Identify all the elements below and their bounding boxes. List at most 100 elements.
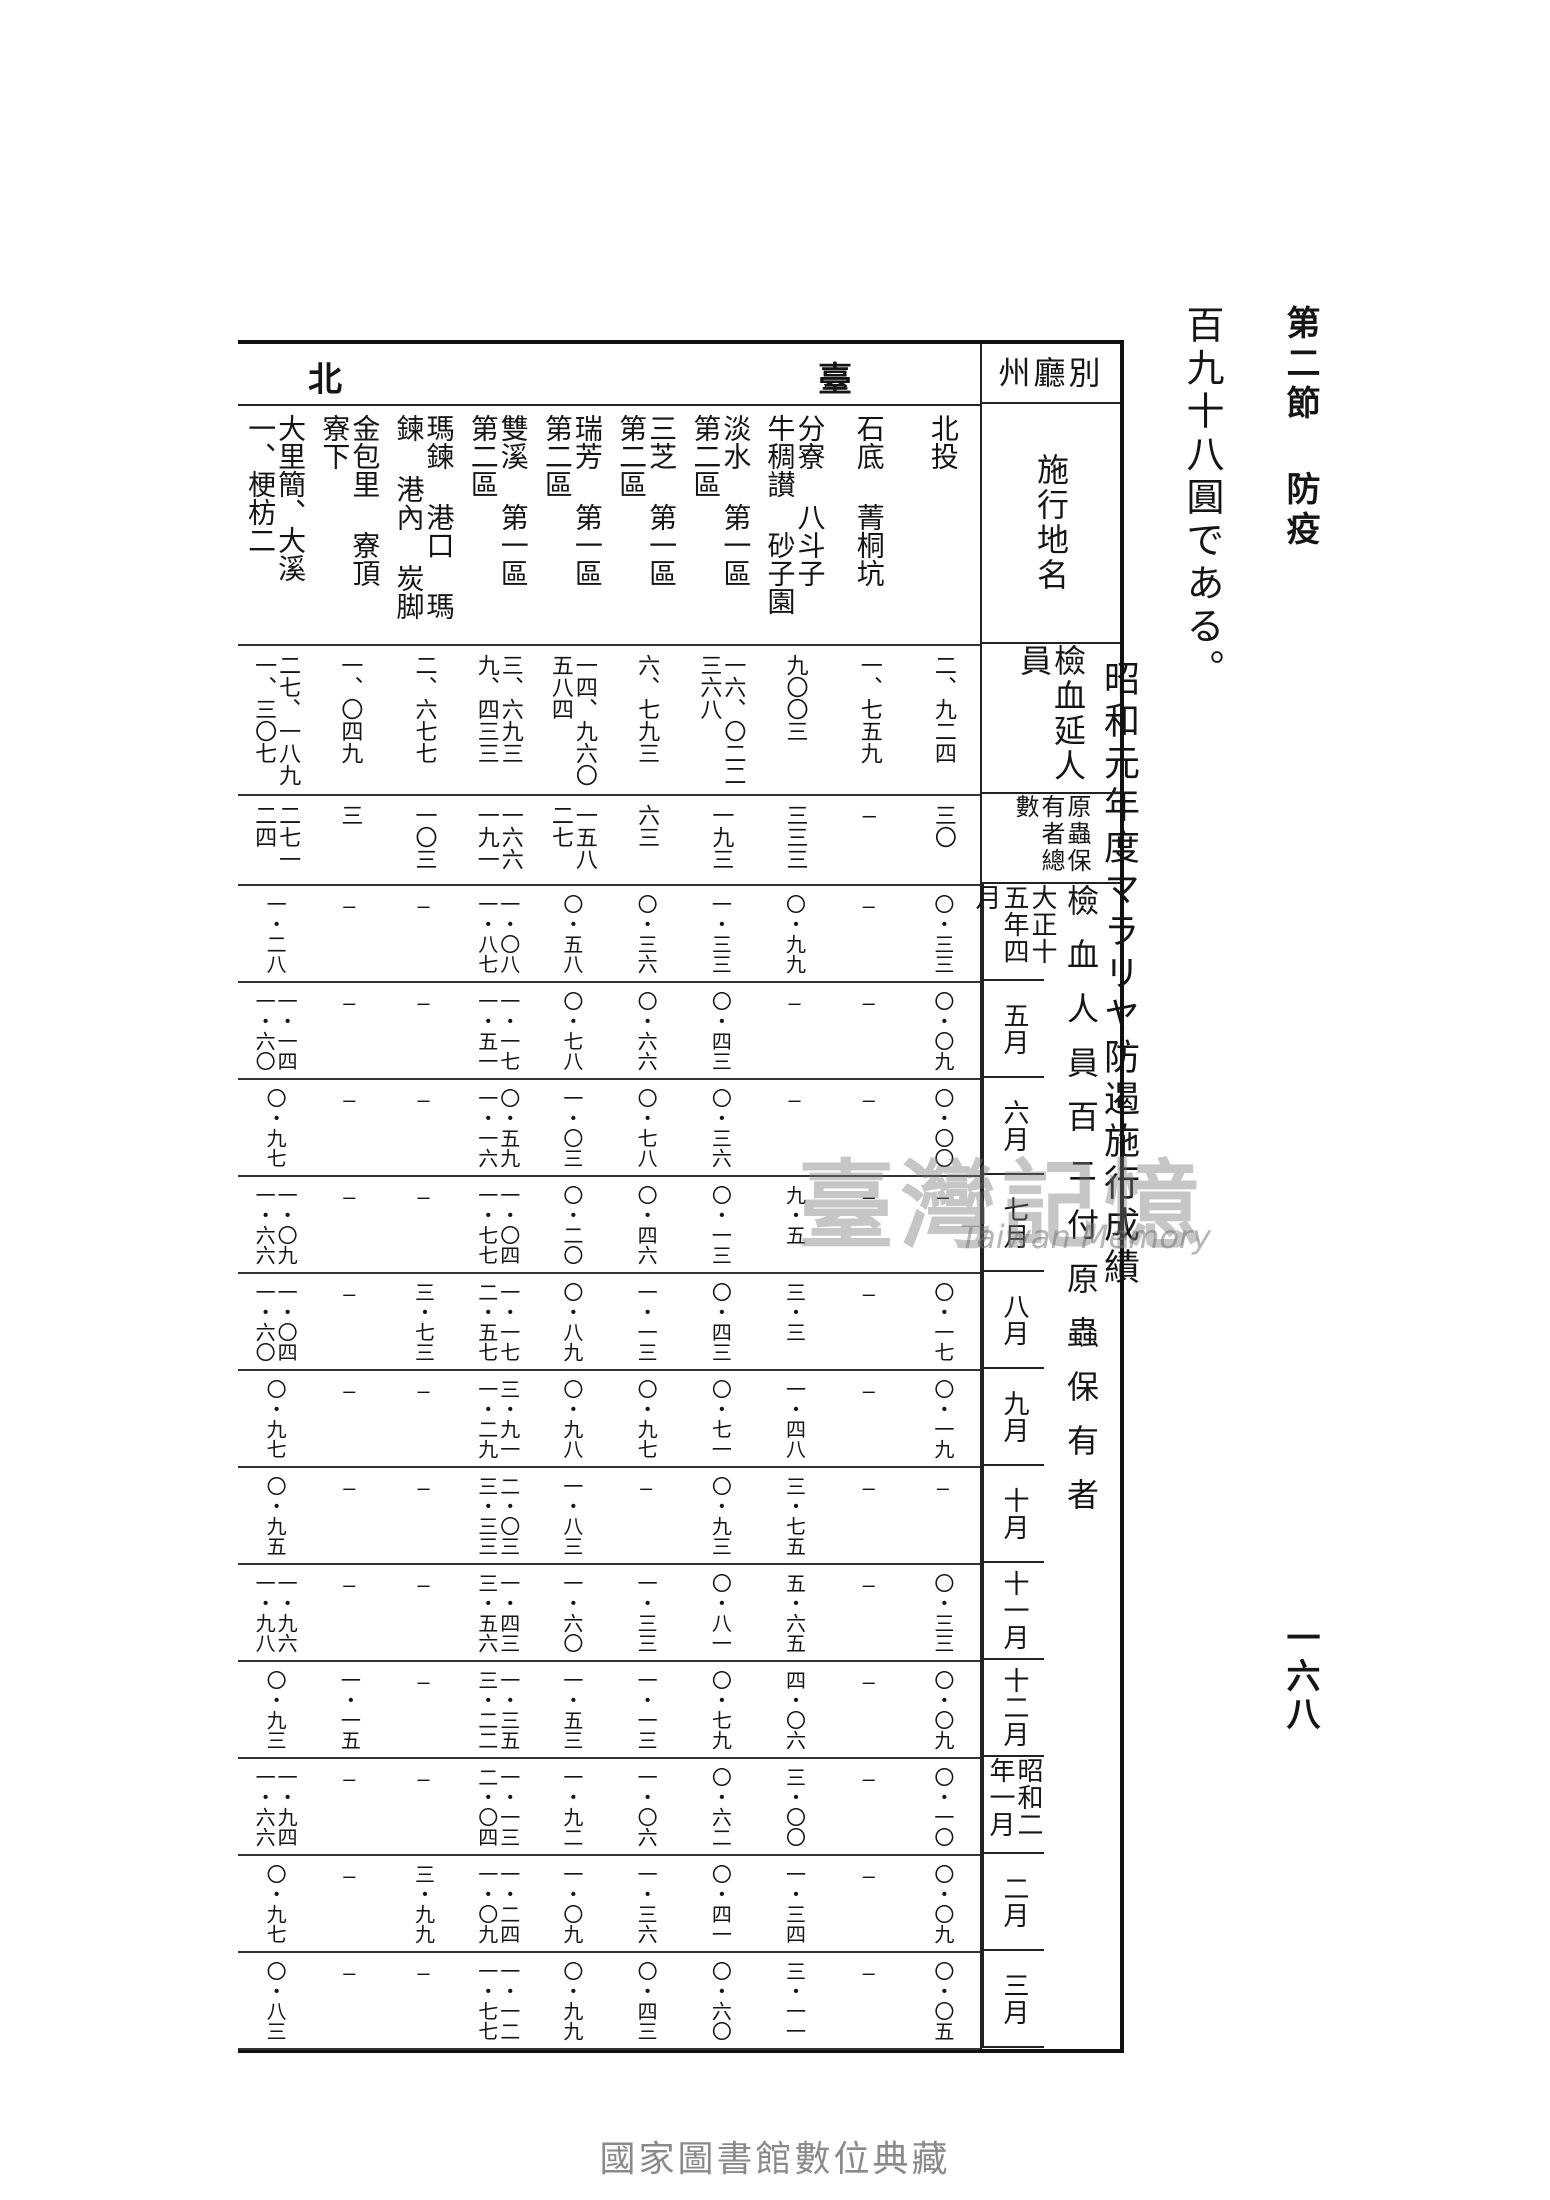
table-cell: 二七一 二四: [238, 794, 312, 884]
cell-text: —: [856, 991, 881, 1015]
cell-text: 〇・七一: [708, 1379, 733, 1459]
cell-text: —: [337, 1961, 362, 1985]
table-cell: 一・一三 二・〇四: [461, 1757, 535, 1854]
table-cell: 一・一三: [609, 1660, 683, 1757]
table-row: 〇・〇九—一・三四〇・四一一・三六一・〇九一・二四 一・〇九三・九九—〇・九七: [238, 1854, 980, 1953]
table-cell: 〇・七八: [609, 1078, 683, 1175]
table-cell: —: [312, 1078, 386, 1175]
table-cell: 三・〇〇: [757, 1757, 831, 1854]
table-cell: 〇・六〇: [683, 1951, 757, 2048]
cell-text: —: [856, 1573, 881, 1597]
cell-text: —: [856, 1476, 881, 1500]
cell-text: 一四、九六〇 五八四: [547, 654, 597, 786]
cell-text: —: [337, 1282, 362, 1306]
month-label: 大正十五年四月: [971, 884, 1057, 965]
cell-text: 一・〇八 一・八七: [474, 894, 521, 974]
table-cell: 〇・九九: [535, 1951, 609, 2048]
place-header: 施行地名: [1032, 453, 1070, 593]
header-column: 州廳別 施行地名 檢血延人員 原蟲保有者總數 大正十五年四月五月六月七月八月九月…: [971, 344, 1120, 2049]
table-cell: —: [832, 1563, 906, 1660]
cell-text: —: [856, 1282, 881, 1306]
cell-text: 〇・四三: [708, 1282, 733, 1362]
cell-text: 一・一四 一・六〇: [252, 991, 299, 1071]
page-number: 一六八: [1280, 1620, 1320, 1734]
cell-text: 〇・三六: [634, 894, 659, 974]
table-cell: 一・三四: [757, 1854, 831, 1951]
table-cell: 〇・九三: [238, 1660, 312, 1757]
table-cell: 一・〇四 一・七七: [461, 1175, 535, 1272]
cell-text: 〇・八九: [559, 1282, 584, 1362]
table-row: 〇・〇九——〇・四三〇・六六〇・七八一・一七 一・五一——一・一四 一・六〇: [238, 981, 980, 1080]
table-cell: 一、〇四九: [312, 644, 386, 794]
chapter-header: 第二節 防疫: [1280, 305, 1320, 551]
table-cell: 六、七九三: [609, 644, 683, 794]
carrier-header-cell: 原蟲保有者總數: [982, 794, 1120, 884]
region-char-north: 北: [308, 360, 342, 400]
table-cell: 一・八三: [535, 1466, 609, 1563]
cell-text: 〇・一〇: [930, 1767, 955, 1847]
cell-text: —: [634, 1476, 659, 1500]
table-cell: 一、七五九: [832, 644, 906, 794]
cell-text: 〇・九九: [782, 894, 807, 974]
cell-text: 五・六五: [782, 1573, 807, 1653]
table-cell: 〇・九七: [609, 1369, 683, 1466]
table-cell: 一・〇八 一・八七: [461, 884, 535, 981]
cell-text: 一・九二: [559, 1767, 584, 1847]
table-cell: 一六六 一九一: [461, 794, 535, 884]
table-cell: 〇・九九: [757, 884, 831, 981]
table-cell: —: [312, 1563, 386, 1660]
cell-text: 瑪鍊 港口 瑪鍊 港內 炭脚: [392, 414, 456, 620]
table-cell: —: [906, 1466, 980, 1563]
table-cell: 〇・〇九: [906, 1660, 980, 1757]
cell-text: —: [411, 1670, 436, 1694]
watermark-sub: Taiwan Memory: [960, 1218, 1212, 1256]
cell-text: 三・七五: [782, 1476, 807, 1556]
table-cell: 二・〇三 三・三三: [461, 1466, 535, 1563]
cell-text: 九〇〇三: [782, 654, 808, 742]
cell-text: 〇・五八: [559, 894, 584, 974]
cell-text: 〇・九七: [263, 1864, 288, 1944]
table-cell: 六三: [609, 794, 683, 884]
cell-text: —: [337, 1476, 362, 1500]
cell-text: 雙溪 第一區 第二區: [466, 414, 530, 587]
table-cell: 〇・〇五: [906, 1951, 980, 2048]
cell-text: 〇・九三: [708, 1476, 733, 1556]
table-cell: 〇・四三: [609, 1951, 683, 2048]
table-cell: —: [832, 794, 906, 884]
table-cell: 〇・一九: [906, 1369, 980, 1466]
cell-text: 二・〇三 三・三三: [474, 1476, 521, 1556]
cell-text: 一・八三: [559, 1476, 584, 1556]
month-label: 七月: [999, 1195, 1029, 1250]
cell-text: 〇・〇九: [930, 991, 955, 1071]
cell-text: 三・九九: [411, 1864, 436, 1944]
table-cell: 〇・七九: [683, 1660, 757, 1757]
cell-text: 〇・〇九: [930, 1670, 955, 1750]
table-cell: 三、六九三 九、四三三: [461, 644, 535, 794]
cell-text: 一・一三: [634, 1282, 659, 1362]
table-cell: 一・〇四 一・六〇: [238, 1272, 312, 1369]
table-cell: 〇・九八: [535, 1369, 609, 1466]
region-char-tai: 臺: [818, 360, 852, 400]
table-cell: 〇・〇九: [906, 981, 980, 1078]
cell-text: 〇・〇五: [930, 1961, 955, 2041]
table-cell: 〇・三六: [683, 1078, 757, 1175]
table-cell: —: [386, 1466, 460, 1563]
table-cell: 一・五三: [535, 1660, 609, 1757]
cell-text: —: [782, 991, 807, 1015]
table-cell: 大里簡、大溪 一、梗枋二: [238, 404, 312, 644]
table-cell: 三: [312, 794, 386, 884]
table-cell: 四・〇六: [757, 1660, 831, 1757]
cell-text: 二、六七七: [411, 654, 437, 764]
cell-text: 〇・一七: [930, 1282, 955, 1362]
table-cell: —: [832, 1854, 906, 1951]
cell-text: —: [856, 1961, 881, 1985]
table-cell: —: [832, 1175, 906, 1272]
cell-text: 一・二八: [263, 894, 288, 974]
table-cell: 〇・三六: [609, 884, 683, 981]
cell-text: —: [856, 1185, 881, 1209]
cell-text: 〇・〇〇: [930, 1088, 955, 1168]
table-cell: —: [386, 1660, 460, 1757]
table-cell: —: [386, 884, 460, 981]
cell-text: 一・三六: [634, 1864, 659, 1944]
cell-text: 三・一一: [782, 1961, 807, 2041]
